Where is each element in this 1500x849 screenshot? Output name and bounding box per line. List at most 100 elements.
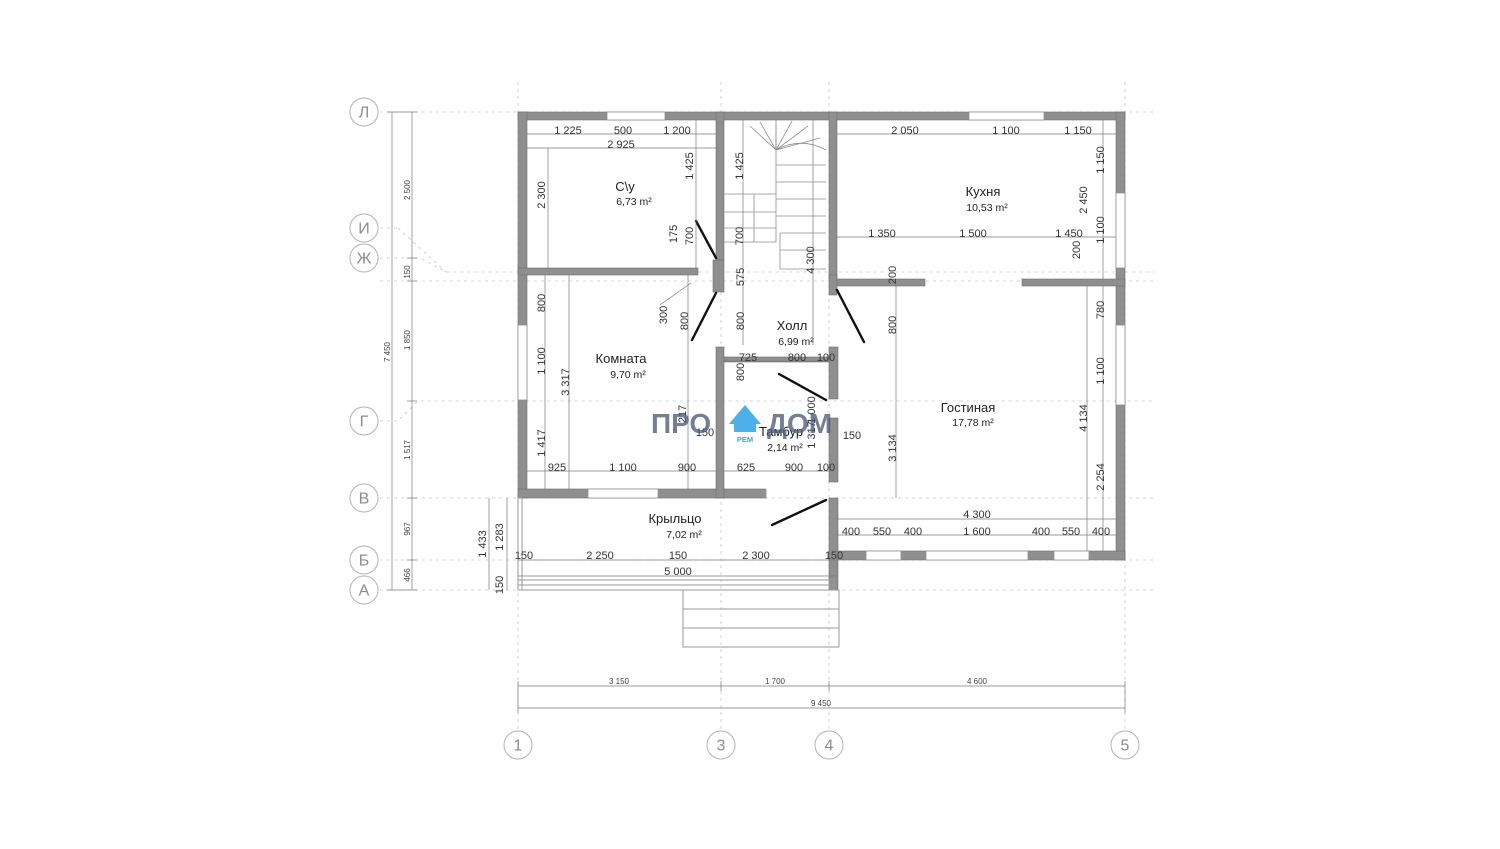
svg-text:Кухня: Кухня — [966, 184, 1001, 199]
svg-text:967: 967 — [403, 522, 412, 536]
svg-text:100: 100 — [817, 462, 835, 474]
room-kuhnya: Кухня 10,53 m² — [966, 184, 1009, 214]
svg-text:800: 800 — [735, 312, 747, 330]
svg-text:1 425: 1 425 — [684, 152, 696, 180]
svg-text:1 100: 1 100 — [1095, 216, 1107, 244]
svg-text:725: 725 — [739, 352, 757, 364]
doors — [690, 219, 866, 527]
svg-text:900: 900 — [785, 462, 803, 474]
svg-text:Гостиная: Гостиная — [941, 400, 996, 415]
svg-text:Л: Л — [359, 105, 370, 122]
svg-text:2 254: 2 254 — [1095, 463, 1107, 491]
svg-text:400: 400 — [1092, 526, 1110, 538]
windows — [517, 111, 1126, 561]
svg-text:200: 200 — [887, 266, 899, 284]
svg-text:1 225: 1 225 — [554, 125, 582, 137]
svg-text:1 100: 1 100 — [992, 125, 1020, 137]
svg-text:4 600: 4 600 — [967, 677, 988, 686]
door-su — [694, 219, 718, 260]
svg-text:500: 500 — [614, 125, 632, 137]
svg-text:1 425: 1 425 — [734, 152, 746, 180]
porch-dimensions: 150 2 250 150 2 300 150 5 000 — [515, 550, 843, 578]
svg-text:РЕМ: РЕМ — [737, 435, 753, 444]
svg-text:7,02 m²: 7,02 m² — [666, 529, 702, 541]
svg-text:2 450: 2 450 — [1078, 186, 1090, 214]
svg-text:1 317: 1 317 — [806, 421, 818, 449]
svg-text:700: 700 — [684, 227, 696, 245]
svg-text:1 500: 1 500 — [959, 228, 987, 240]
svg-text:575: 575 — [735, 268, 747, 286]
svg-text:1 100: 1 100 — [536, 347, 548, 375]
room-su: С\у 6,73 m² — [615, 179, 652, 208]
svg-text:2 300: 2 300 — [742, 550, 770, 562]
svg-text:В: В — [359, 491, 370, 508]
svg-text:2 050: 2 050 — [891, 125, 919, 137]
svg-text:150: 150 — [403, 265, 412, 279]
axis-bubble-4: 4 — [814, 730, 844, 760]
svg-text:И: И — [358, 221, 370, 238]
svg-text:400: 400 — [1032, 526, 1050, 538]
axis-bubble-Б: Б — [349, 545, 379, 575]
room-holl: Холл 6,99 m² — [777, 318, 815, 348]
svg-text:10,53 m²: 10,53 m² — [966, 202, 1008, 214]
room-gostinaya: Гостиная 17,78 m² — [941, 400, 996, 429]
svg-text:800: 800 — [735, 363, 747, 381]
svg-text:800: 800 — [679, 312, 691, 330]
svg-text:150: 150 — [696, 427, 714, 439]
axis-bubble-А: А — [349, 575, 379, 605]
svg-text:1 283: 1 283 — [494, 523, 506, 551]
axis-bubble-Л: Л — [349, 97, 379, 127]
svg-text:1 417: 1 417 — [536, 429, 548, 457]
svg-text:400: 400 — [904, 526, 922, 538]
svg-text:1: 1 — [514, 738, 523, 755]
svg-text:6,73 m²: 6,73 m² — [616, 196, 652, 208]
room-kryltso: Крыльцо 7,02 m² — [648, 511, 702, 541]
svg-text:5: 5 — [1121, 738, 1130, 755]
svg-text:625: 625 — [737, 462, 755, 474]
svg-text:150: 150 — [515, 550, 533, 562]
grid-lines — [380, 82, 1155, 730]
svg-text:550: 550 — [1062, 526, 1080, 538]
svg-text:17,78 m²: 17,78 m² — [952, 417, 994, 429]
door-entrance — [770, 498, 828, 527]
svg-text:150: 150 — [825, 550, 843, 562]
svg-text:900: 900 — [678, 462, 696, 474]
svg-text:9 450: 9 450 — [811, 699, 832, 708]
svg-text:300: 300 — [658, 306, 670, 324]
middle-dimensions: 800 1 100 1 417 3 317 300 800 217 150 92… — [527, 275, 1116, 551]
svg-text:1 517: 1 517 — [403, 439, 412, 460]
axis-bubble-3: 3 — [706, 730, 736, 760]
svg-text:Холл: Холл — [777, 318, 808, 333]
svg-text:С\у: С\у — [615, 179, 635, 194]
axis-bubble-1: 1 — [503, 730, 533, 760]
svg-text:800: 800 — [536, 294, 548, 312]
door-gostinaya — [835, 288, 866, 344]
svg-text:4 300: 4 300 — [805, 246, 817, 274]
axis-bubble-Ж: Ж — [349, 243, 379, 273]
svg-text:780: 780 — [1095, 301, 1107, 319]
svg-text:1 600: 1 600 — [963, 526, 991, 538]
svg-text:ПРО: ПРО — [651, 408, 711, 439]
svg-text:Г: Г — [360, 414, 369, 431]
svg-text:1 433: 1 433 — [477, 530, 489, 558]
svg-text:4 134: 4 134 — [1078, 404, 1090, 432]
svg-text:466: 466 — [403, 568, 412, 582]
svg-text:Б: Б — [359, 553, 370, 570]
top-dimensions: 1 225 500 1 200 2 925 2 300 1 425 175 70… — [527, 120, 1116, 498]
svg-text:3: 3 — [717, 738, 726, 755]
svg-text:150: 150 — [669, 550, 687, 562]
svg-text:1 350: 1 350 — [868, 228, 896, 240]
svg-text:2 500: 2 500 — [403, 179, 412, 200]
svg-text:2 925: 2 925 — [607, 139, 635, 151]
svg-text:175: 175 — [668, 225, 680, 243]
svg-text:550: 550 — [873, 526, 891, 538]
svg-text:Ж: Ж — [357, 251, 372, 268]
svg-text:1 000: 1 000 — [806, 396, 818, 424]
svg-text:4: 4 — [825, 738, 834, 755]
svg-text:А: А — [359, 583, 370, 600]
house-icon — [729, 405, 761, 432]
svg-text:1 700: 1 700 — [765, 677, 786, 686]
svg-text:150: 150 — [843, 430, 861, 442]
porch — [517, 489, 840, 648]
svg-text:9,70 m²: 9,70 m² — [610, 369, 646, 381]
